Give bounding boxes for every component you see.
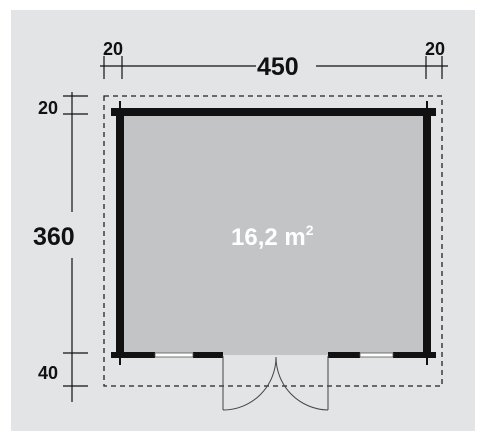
dim-label-depth-360: 360	[33, 223, 75, 251]
depth-dimension	[63, 92, 88, 402]
bottom-wall-mid-left	[193, 352, 223, 358]
log-end-top-right	[426, 101, 428, 123]
window-left	[154, 352, 194, 358]
bottom-wall-left	[111, 352, 155, 358]
bottom-wall-right	[393, 352, 436, 358]
walls	[111, 101, 436, 365]
log-end-top-left	[119, 101, 121, 123]
dim-label-bottom-wall-40: 40	[38, 363, 58, 383]
right-wall	[423, 108, 431, 357]
roof-overhang-outline	[103, 95, 443, 387]
bottom-wall-mid-right	[328, 352, 360, 358]
window-right	[359, 352, 394, 358]
floor-area	[116, 110, 431, 355]
double-door	[222, 356, 329, 411]
floor-area-value: 16,2 m	[231, 224, 306, 251]
dim-label-top-left-20: 20	[103, 39, 123, 59]
floor-area-unit-exponent: 2	[306, 222, 314, 238]
log-end-bottom-right	[426, 345, 428, 365]
dim-label-top-right-20: 20	[425, 39, 445, 59]
floor-area-label: 16,2 m2	[231, 222, 314, 251]
left-wall	[116, 108, 124, 357]
width-dimension	[100, 56, 448, 79]
log-end-bottom-left	[119, 345, 121, 365]
top-wall	[111, 108, 436, 116]
dim-label-width-450: 450	[257, 53, 299, 81]
dim-label-top-wall-20: 20	[38, 98, 58, 118]
